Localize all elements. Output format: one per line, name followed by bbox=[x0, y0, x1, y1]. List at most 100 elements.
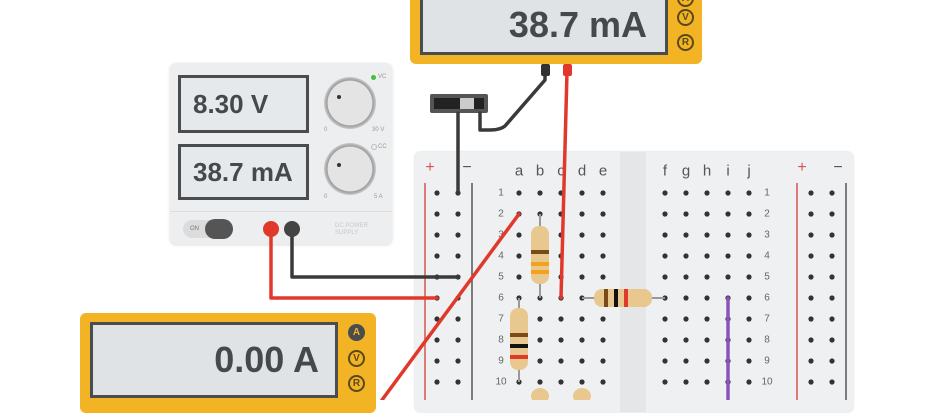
slide-switch[interactable] bbox=[430, 94, 488, 113]
breadboard-hole[interactable] bbox=[704, 190, 710, 196]
breadboard-hole[interactable] bbox=[746, 211, 752, 217]
breadboard-hole[interactable] bbox=[516, 232, 522, 238]
breadboard-hole[interactable] bbox=[558, 316, 564, 322]
breadboard-hole[interactable] bbox=[537, 316, 543, 322]
breadboard-hole[interactable] bbox=[662, 232, 668, 238]
breadboard-hole[interactable] bbox=[579, 211, 585, 217]
wire-black-supply[interactable] bbox=[290, 227, 460, 279]
breadboard-hole[interactable] bbox=[829, 253, 835, 259]
breadboard-hole[interactable] bbox=[600, 337, 606, 343]
meter-probe-red[interactable] bbox=[563, 64, 572, 76]
power-toggle[interactable]: ON bbox=[183, 219, 233, 239]
breadboard-hole[interactable] bbox=[516, 190, 522, 196]
breadboard-hole[interactable] bbox=[808, 190, 814, 196]
breadboard-hole[interactable] bbox=[725, 274, 731, 280]
breadboard-hole[interactable] bbox=[579, 337, 585, 343]
wire-red-supply[interactable] bbox=[269, 227, 439, 300]
breadboard-hole[interactable] bbox=[704, 337, 710, 343]
breadboard-hole[interactable] bbox=[808, 232, 814, 238]
breadboard-hole[interactable] bbox=[683, 211, 689, 217]
supply-terminal-black[interactable] bbox=[284, 221, 300, 237]
breadboard-hole[interactable] bbox=[683, 316, 689, 322]
breadboard-hole[interactable] bbox=[725, 211, 731, 217]
breadboard-hole[interactable] bbox=[746, 379, 752, 385]
meter-probe-black[interactable] bbox=[541, 64, 550, 76]
breadboard-hole[interactable] bbox=[725, 190, 731, 196]
top-multimeter[interactable]: 38.7 mA A V R bbox=[410, 0, 702, 64]
power-supply[interactable]: 8.30 V 38.7 mA VC CC 0 30 V 0 5 A ON DC … bbox=[170, 63, 392, 244]
breadboard-hole[interactable] bbox=[600, 274, 606, 280]
breadboard-hole[interactable] bbox=[746, 337, 752, 343]
breadboard-hole[interactable] bbox=[704, 211, 710, 217]
breadboard-hole[interactable] bbox=[808, 379, 814, 385]
breadboard-hole[interactable] bbox=[434, 253, 440, 259]
breadboard-hole[interactable] bbox=[829, 274, 835, 280]
wire-black-meter[interactable] bbox=[478, 70, 547, 132]
breadboard-hole[interactable] bbox=[808, 337, 814, 343]
breadboard-hole[interactable] bbox=[579, 232, 585, 238]
breadboard-hole[interactable] bbox=[537, 358, 543, 364]
breadboard-hole[interactable] bbox=[808, 253, 814, 259]
breadboard-hole[interactable] bbox=[704, 253, 710, 259]
breadboard-hole[interactable] bbox=[579, 190, 585, 196]
resistor-horizontal[interactable] bbox=[582, 289, 665, 307]
current-knob[interactable] bbox=[324, 143, 376, 195]
breadboard-hole[interactable] bbox=[662, 358, 668, 364]
bottom-multimeter[interactable]: 0.00 A A V R bbox=[80, 313, 376, 413]
breadboard-hole[interactable] bbox=[455, 211, 461, 217]
breadboard-hole[interactable] bbox=[725, 232, 731, 238]
breadboard-hole[interactable] bbox=[662, 316, 668, 322]
supply-terminal-red[interactable] bbox=[263, 221, 279, 237]
breadboard-hole[interactable] bbox=[537, 379, 543, 385]
breadboard-hole[interactable] bbox=[537, 337, 543, 343]
breadboard-hole[interactable] bbox=[683, 232, 689, 238]
breadboard-hole[interactable] bbox=[600, 190, 606, 196]
breadboard-hole[interactable] bbox=[662, 190, 668, 196]
top-mode-r-button[interactable]: R bbox=[677, 34, 694, 51]
breadboard-hole[interactable] bbox=[829, 358, 835, 364]
breadboard-hole[interactable] bbox=[434, 358, 440, 364]
breadboard-hole[interactable] bbox=[683, 295, 689, 301]
breadboard-hole[interactable] bbox=[558, 337, 564, 343]
breadboard-hole[interactable] bbox=[579, 274, 585, 280]
breadboard-hole[interactable] bbox=[434, 190, 440, 196]
breadboard-hole[interactable] bbox=[662, 379, 668, 385]
breadboard-hole[interactable] bbox=[808, 211, 814, 217]
breadboard-hole[interactable] bbox=[579, 379, 585, 385]
breadboard-hole[interactable] bbox=[683, 274, 689, 280]
breadboard-hole[interactable] bbox=[434, 211, 440, 217]
resistor-vertical-b[interactable] bbox=[531, 214, 549, 298]
breadboard-hole[interactable] bbox=[579, 253, 585, 259]
breadboard-hole[interactable] bbox=[829, 295, 835, 301]
breadboard-hole[interactable] bbox=[537, 190, 543, 196]
breadboard-hole[interactable] bbox=[704, 358, 710, 364]
breadboard-hole[interactable] bbox=[455, 232, 461, 238]
bottom-mode-r-button[interactable]: R bbox=[348, 375, 365, 392]
resistor-partial-2[interactable] bbox=[573, 388, 591, 400]
breadboard-hole[interactable] bbox=[662, 337, 668, 343]
breadboard-hole[interactable] bbox=[683, 379, 689, 385]
breadboard-hole[interactable] bbox=[662, 211, 668, 217]
breadboard-hole[interactable] bbox=[704, 232, 710, 238]
breadboard-hole[interactable] bbox=[516, 253, 522, 259]
breadboard-hole[interactable] bbox=[829, 211, 835, 217]
breadboard-hole[interactable] bbox=[455, 379, 461, 385]
breadboard-hole[interactable] bbox=[704, 295, 710, 301]
breadboard-hole[interactable] bbox=[746, 274, 752, 280]
breadboard-hole[interactable] bbox=[746, 253, 752, 259]
breadboard-hole[interactable] bbox=[455, 316, 461, 322]
breadboard-hole[interactable] bbox=[662, 253, 668, 259]
breadboard-hole[interactable] bbox=[683, 190, 689, 196]
breadboard-hole[interactable] bbox=[829, 316, 835, 322]
breadboard-hole[interactable] bbox=[600, 232, 606, 238]
breadboard-hole[interactable] bbox=[455, 253, 461, 259]
breadboard-hole[interactable] bbox=[434, 379, 440, 385]
breadboard-hole[interactable] bbox=[558, 379, 564, 385]
breadboard-hole[interactable] bbox=[434, 337, 440, 343]
bottom-mode-a-button[interactable]: A bbox=[348, 324, 365, 341]
breadboard-hole[interactable] bbox=[600, 358, 606, 364]
breadboard-hole[interactable] bbox=[829, 232, 835, 238]
breadboard-hole[interactable] bbox=[579, 358, 585, 364]
breadboard-hole[interactable] bbox=[455, 358, 461, 364]
breadboard-hole[interactable] bbox=[808, 316, 814, 322]
